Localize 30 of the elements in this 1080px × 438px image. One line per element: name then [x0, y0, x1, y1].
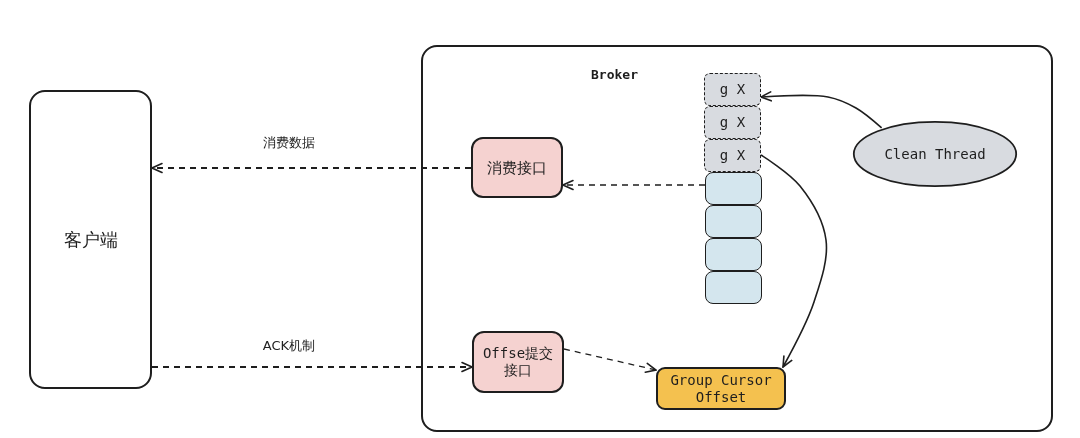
slot-label: g X	[719, 147, 746, 164]
dashed-arrow	[151, 361, 473, 373]
queue-slot	[704, 139, 761, 172]
queue-slot	[704, 73, 761, 106]
broker-panel	[421, 45, 1053, 432]
dashed-arrow	[151, 162, 472, 174]
client-label: 客户端	[63, 228, 118, 251]
client-box	[29, 90, 152, 389]
slot-label: g X	[719, 114, 746, 131]
offset-label: Group Cursor Offset	[669, 371, 773, 406]
dashed-arrow	[563, 348, 657, 373]
queue-cell	[705, 205, 762, 238]
process-box	[472, 331, 564, 393]
offset-box	[656, 367, 786, 410]
queue-slot	[704, 106, 761, 139]
queue-cell	[705, 172, 762, 205]
process-box	[471, 137, 563, 198]
queue-cell	[705, 271, 762, 304]
thread-label: Clean Thread	[884, 145, 986, 163]
slot-label: g X	[719, 81, 746, 98]
queue-cell	[705, 238, 762, 271]
dashed-arrow	[562, 179, 706, 191]
edge-label: 消费数据	[261, 134, 317, 152]
process-label: Offse提交接口	[481, 345, 555, 379]
thread-ellipse	[852, 120, 1018, 188]
edge-label: ACK机制	[260, 337, 318, 355]
broker-title: Broker	[591, 67, 638, 83]
curved-arrow	[760, 154, 828, 368]
process-label: 消费接口	[487, 158, 547, 177]
curved-arrow	[760, 91, 883, 129]
